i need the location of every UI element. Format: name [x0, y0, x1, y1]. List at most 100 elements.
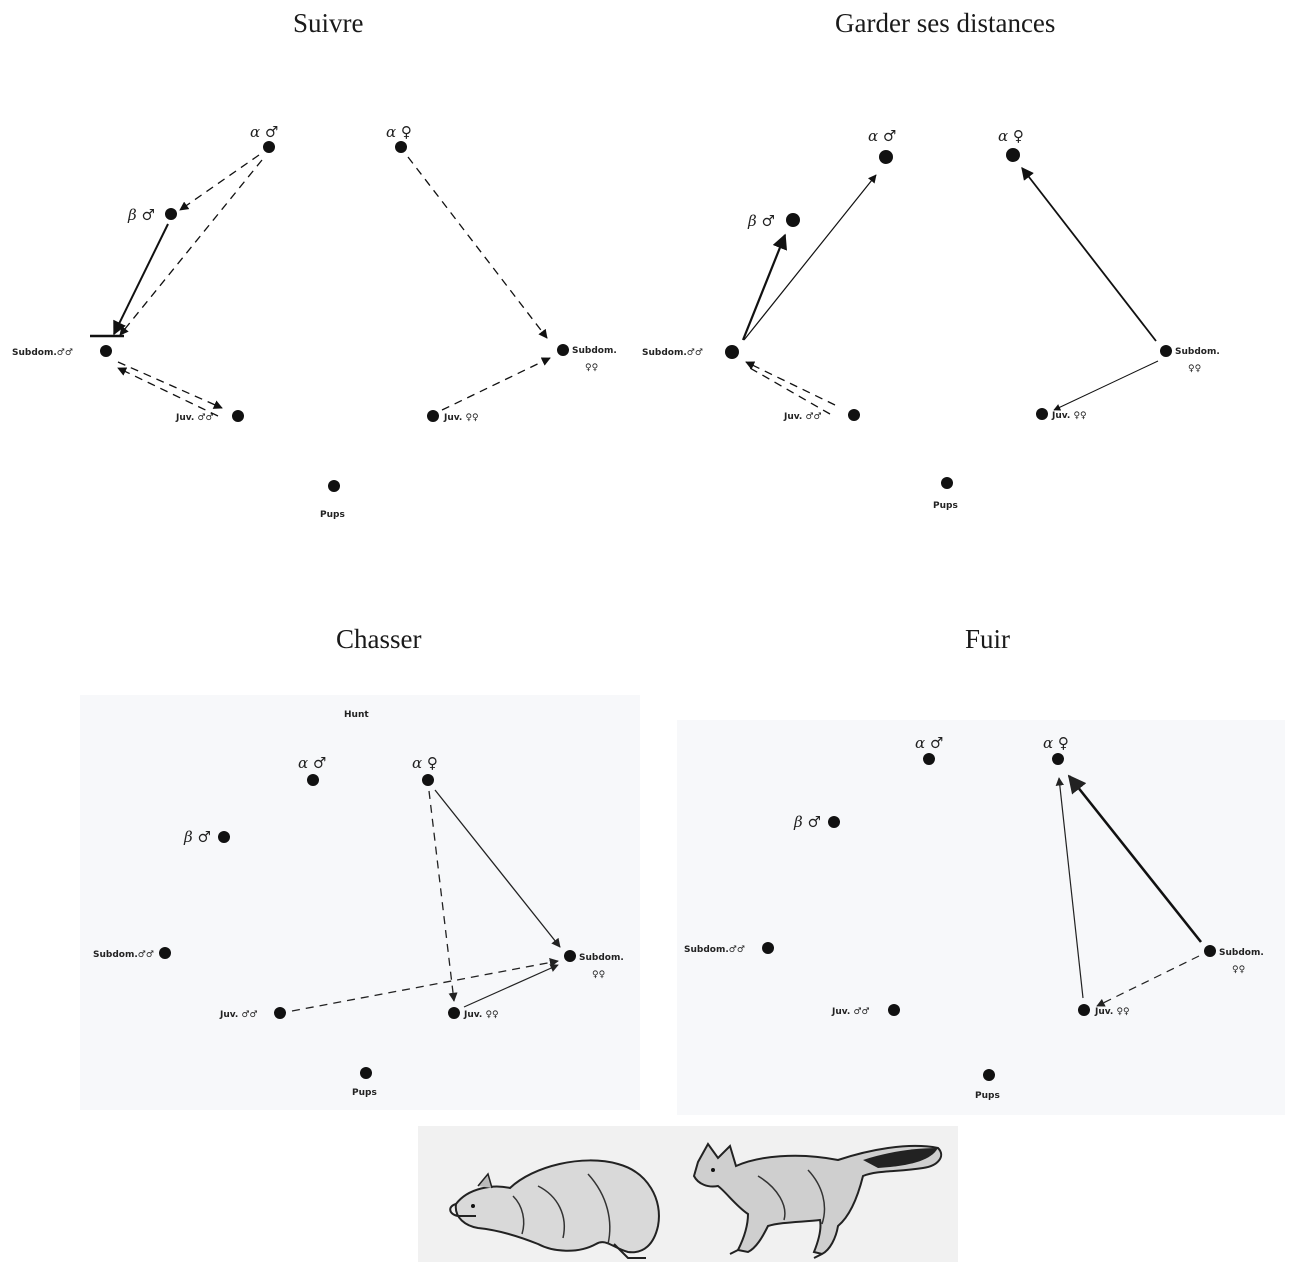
diagram-chasser-svg: Hunt α ♂ α ♀ β ♂ Subdom.♂♂ Subdom. ♀♀ Ju…	[93, 710, 624, 1098]
node-subdom-males	[725, 345, 739, 359]
label-subdom-males: Subdom.♂♂	[642, 348, 703, 358]
standing-wolf-tail	[863, 1148, 938, 1168]
two-wolves-drawing	[418, 1126, 958, 1262]
edge-juvf-to-alphaf	[1055, 777, 1084, 999]
crouching-wolf-eye	[471, 1204, 475, 1208]
label-juv-females: Juv. ♀♀	[443, 413, 479, 423]
node-juv-males	[888, 1004, 900, 1016]
crouching-wolf-fur	[512, 1173, 611, 1245]
label-pups: Pups	[933, 501, 958, 511]
node-juv-females	[448, 1007, 460, 1019]
edge-juvf-to-subdomf	[463, 964, 559, 1008]
crouching-wolf-snout	[449, 1203, 476, 1217]
diagram-chasser: Hunt α ♂ α ♀ β ♂ Subdom.♂♂ Subdom. ♀♀ Ju…	[80, 695, 640, 1110]
node-subdom-females	[564, 950, 576, 962]
label-alpha-female: α ♀	[998, 127, 1024, 145]
node-subdom-females	[557, 344, 569, 356]
node-alpha-male	[307, 774, 319, 786]
node-pups	[328, 480, 340, 492]
label-alpha-male: α ♂	[298, 754, 326, 772]
label-alpha-female: α ♀	[386, 123, 412, 141]
label-beta-male: β ♂	[747, 212, 775, 230]
label-juv-females: Juv. ♀♀	[1051, 411, 1087, 421]
label-juv-females: Juv. ♀♀	[1094, 1007, 1130, 1017]
label-juv-males: Juv. ♂♂	[219, 1010, 258, 1020]
node-beta-male	[165, 208, 177, 220]
edge-beta-to-subdom	[113, 223, 169, 336]
label-juv-males: Juv. ♂♂	[783, 412, 822, 422]
node-juv-females	[427, 410, 439, 422]
node-beta-male	[828, 816, 840, 828]
diagram-fuir-svg: α ♂ α ♀ β ♂ Subdom.♂♂ Subdom. ♀♀ Juv. ♂♂…	[684, 734, 1264, 1101]
label-subdom-females: Subdom.	[579, 953, 624, 963]
diagram-suivre: α ♂ α ♀ β ♂ Subdom.♂♂ Subdom. ♀♀ Juv. ♂♂…	[0, 100, 640, 540]
node-juv-males	[274, 1007, 286, 1019]
label-alpha-male: α ♂	[915, 734, 943, 752]
edge-subdom-to-alpha	[743, 174, 877, 341]
label-pups: Pups	[352, 1088, 377, 1098]
standing-wolf-body	[692, 1142, 943, 1256]
label-subdom-males: Subdom.♂♂	[12, 348, 73, 358]
node-subdom-males	[762, 942, 774, 954]
wolves-illustration-svg	[449, 1142, 943, 1259]
node-subdom-males	[159, 947, 171, 959]
edge-alphaf-to-juvf	[428, 790, 458, 1002]
node-juv-females	[1036, 408, 1048, 420]
label-beta-male: β ♂	[183, 828, 211, 846]
label-subdom-females: Subdom.	[1219, 948, 1264, 958]
node-beta-male	[786, 213, 800, 227]
diagram-suivre-svg: α ♂ α ♀ β ♂ Subdom.♂♂ Subdom. ♀♀ Juv. ♂♂…	[12, 123, 617, 520]
node-subdom-females	[1160, 345, 1172, 357]
label-beta-male: β ♂	[793, 813, 821, 831]
node-alpha-male	[923, 753, 935, 765]
edge-subdomf-to-alphaf	[1067, 774, 1203, 943]
edge-juvf-to-subdomf	[441, 357, 551, 411]
edge-juv-to-subdom-2	[749, 367, 831, 415]
node-beta-male	[218, 831, 230, 843]
title-garder-ses-distances: Garder ses distances	[835, 8, 1056, 38]
edge-juv-to-subdom	[117, 367, 219, 417]
edge-subdom-to-juv	[117, 361, 223, 409]
standing-wolf-fur	[757, 1169, 826, 1225]
label-subdom-females: Subdom.	[572, 346, 617, 356]
label-alpha-male: α ♂	[250, 123, 278, 141]
label-alpha-female: α ♀	[1043, 734, 1069, 752]
label-subdom-females-symbol: ♀♀	[1188, 364, 1201, 374]
title-fuir: Fuir	[965, 624, 1011, 654]
label-subdom-females-symbol: ♀♀	[592, 970, 605, 980]
node-juv-females	[1078, 1004, 1090, 1016]
label-subdom-females-symbol: ♀♀	[1232, 965, 1245, 975]
node-subdom-males	[100, 345, 112, 357]
node-pups	[360, 1067, 372, 1079]
crouching-wolf-paw	[613, 1243, 646, 1259]
label-pups: Pups	[975, 1091, 1000, 1101]
node-subdom-females	[1204, 945, 1216, 957]
edge-juvm-to-subdomf	[291, 958, 559, 1012]
diagram-garder-svg: α ♂ α ♀ β ♂ Subdom.♂♂ Subdom. ♀♀ Juv. ♂♂…	[642, 127, 1220, 511]
standing-wolf-eye	[711, 1168, 715, 1172]
crouching-wolf-body	[454, 1159, 660, 1254]
label-pups: Pups	[320, 510, 345, 520]
node-pups	[941, 477, 953, 489]
edge-subdomf-to-alphaf	[1021, 167, 1157, 342]
label-juv-females: Juv. ♀♀	[463, 1010, 499, 1020]
node-alpha-female	[395, 141, 407, 153]
label-juv-males: Juv. ♂♂	[175, 413, 214, 423]
diagram-fuir: α ♂ α ♀ β ♂ Subdom.♂♂ Subdom. ♀♀ Juv. ♂♂…	[677, 720, 1285, 1115]
label-juv-males: Juv. ♂♂	[831, 1007, 870, 1017]
edge-alphaf-to-subdomf	[434, 789, 561, 948]
diagram-garder-ses-distances: α ♂ α ♀ β ♂ Subdom.♂♂ Subdom. ♀♀ Juv. ♂♂…	[640, 100, 1290, 540]
title-chasser: Chasser	[336, 624, 422, 654]
label-subdom-males: Subdom.♂♂	[684, 945, 745, 955]
label-subdom-females: Subdom.	[1175, 347, 1220, 357]
label-alpha-female: α ♀	[412, 754, 438, 772]
label-beta-male: β ♂	[127, 206, 155, 224]
node-alpha-female	[1006, 148, 1020, 162]
node-alpha-male	[263, 141, 275, 153]
label-alpha-male: α ♂	[868, 127, 896, 145]
title-suivre: Suivre	[293, 8, 364, 38]
crouching-wolf-ear	[477, 1172, 493, 1189]
edge-alpha-to-beta	[179, 154, 260, 211]
label-subdom-males: Subdom.♂♂	[93, 950, 154, 960]
node-juv-males	[232, 410, 244, 422]
